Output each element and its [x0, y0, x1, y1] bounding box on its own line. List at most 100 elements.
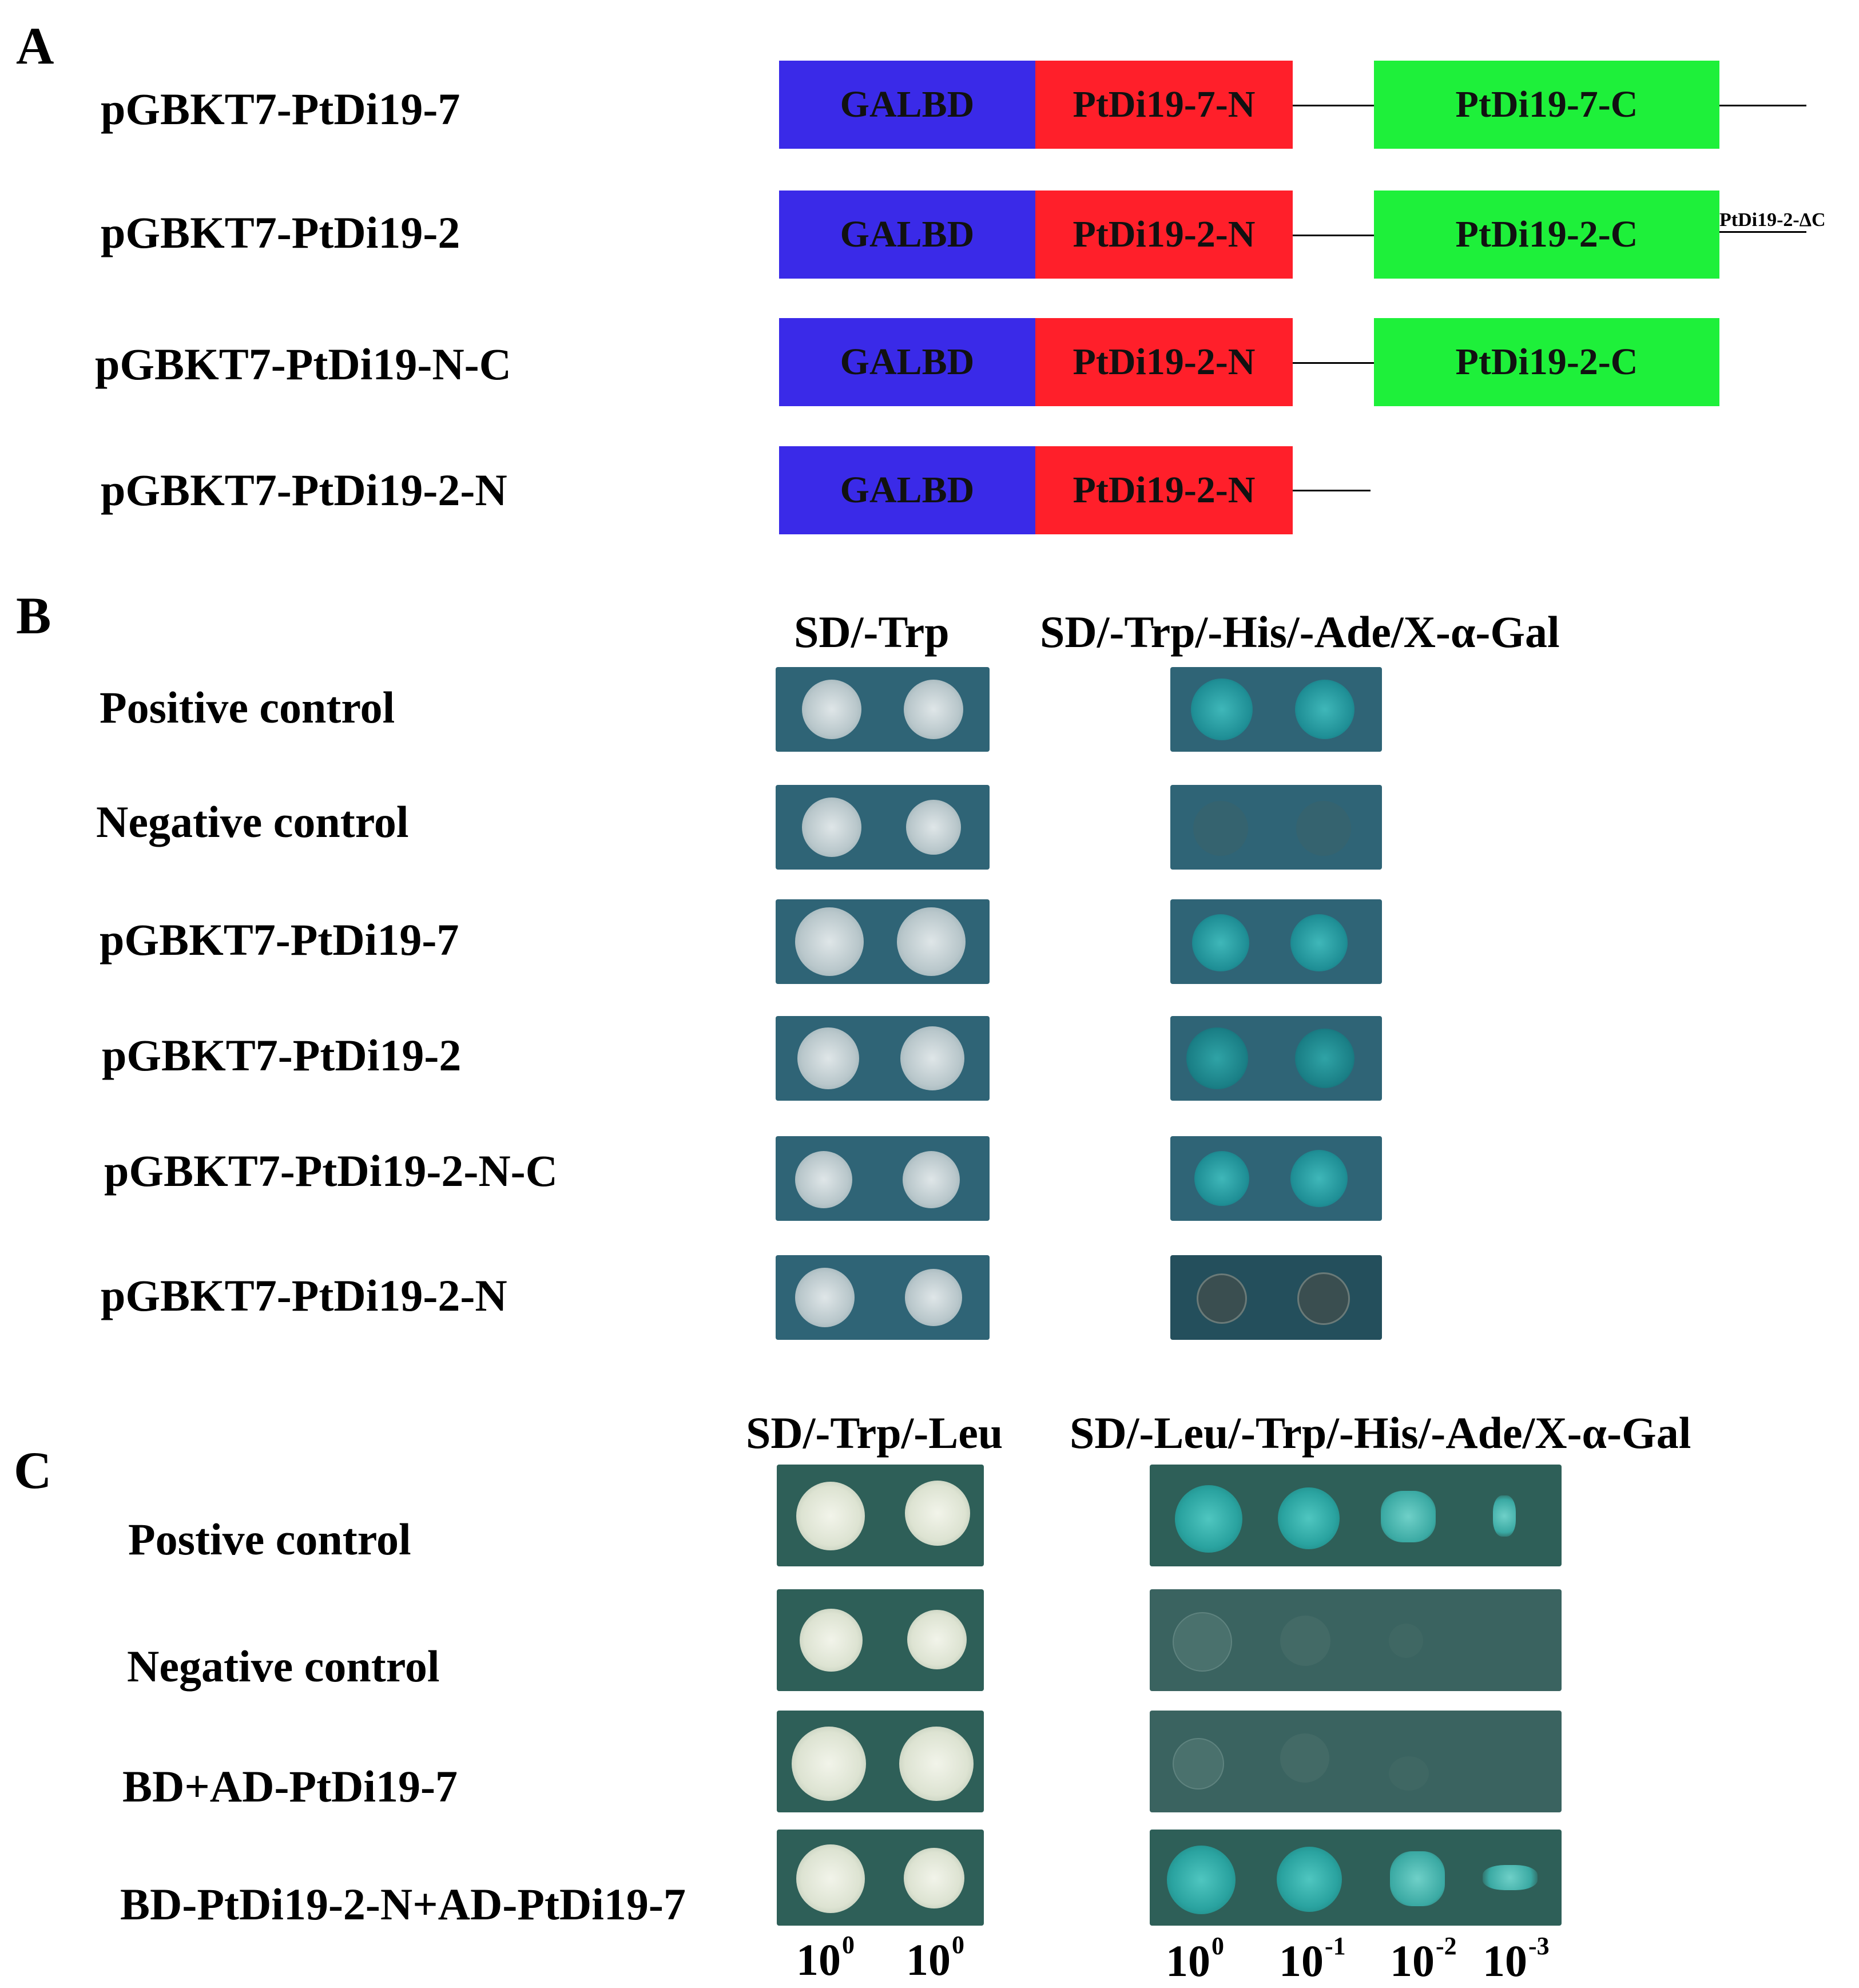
colony-spot — [802, 797, 861, 857]
colony-spot-blue — [1290, 1150, 1348, 1207]
tail-line — [1719, 105, 1806, 106]
plate-sd-selection — [1170, 785, 1382, 870]
c-domain: PtDi19-7-C — [1374, 61, 1719, 149]
delta-c-note: PtDi19-2-ΔC — [1719, 209, 1826, 231]
panel-a-letter: A — [16, 17, 54, 75]
plate-sd-selection — [1170, 1255, 1382, 1340]
construct-label: pGBKT7-PtDi19-2 — [101, 208, 460, 257]
dilution-label: 10-2 — [1390, 1932, 1457, 1986]
dilution-label: 100 — [906, 1931, 964, 1985]
column-header: SD/-Trp — [794, 607, 950, 657]
linker-line — [1293, 235, 1374, 236]
colony-spot-blue — [1192, 914, 1249, 971]
row-label: pGBKT7-PtDi19-2-N — [101, 1271, 507, 1320]
colony-spot — [904, 680, 963, 739]
colony-spot — [899, 1727, 974, 1801]
colony-spot — [904, 1848, 964, 1908]
colony-spot — [906, 800, 961, 855]
colony-spot — [903, 1151, 960, 1208]
colony-spot — [795, 1151, 852, 1208]
dilution-label: 10-1 — [1279, 1932, 1346, 1986]
colony-spot-faint — [1193, 801, 1248, 856]
plate-sd-trp-leu — [777, 1830, 984, 1926]
colony-spot — [796, 1482, 865, 1550]
construct-label: pGBKT7-PtDi19-2-N — [101, 465, 507, 515]
dilution-label: 100 — [796, 1931, 855, 1985]
linker-line — [1293, 490, 1371, 491]
colony-spot-faint — [1173, 1612, 1232, 1672]
column-header: SD/-Trp/-His/-Ade/X-α-Gal — [1040, 607, 1560, 657]
galbd-domain: GALBD — [779, 446, 1035, 534]
colony-spot-blue — [1493, 1495, 1516, 1537]
colony-spot-blue — [1290, 914, 1348, 971]
colony-spot-blue — [1277, 1847, 1342, 1912]
plate-sd-trp — [776, 1255, 990, 1340]
colony-spot-faint — [1389, 1624, 1423, 1658]
plate-sd-trp-leu — [777, 1589, 984, 1691]
colony-spot-faint — [1389, 1756, 1429, 1791]
dilution-label: 10-3 — [1483, 1932, 1550, 1986]
colony-spot — [796, 1844, 865, 1913]
plate-sd-selection — [1170, 899, 1382, 984]
row-label: pGBKT7-PtDi19-2 — [102, 1030, 462, 1080]
row-label: Positive control — [100, 682, 395, 732]
colony-spot-faint — [1280, 1733, 1329, 1783]
plate-sd-trp — [776, 1136, 990, 1221]
colony-spot — [897, 907, 966, 976]
dilution-label: 100 — [1166, 1932, 1224, 1986]
row-label: BD-PtDi19-2-N+AD-PtDi19-7 — [120, 1879, 686, 1929]
plate-sd-selection — [1170, 667, 1382, 752]
panel-b-letter: B — [16, 586, 51, 645]
colony-spot — [905, 1269, 962, 1326]
colony-spot-faint — [1173, 1738, 1224, 1789]
c-domain: PtDi19-2-C — [1374, 318, 1719, 406]
colony-spot — [802, 680, 861, 739]
colony-spot-blue — [1390, 1851, 1445, 1906]
plate-sd-trp — [776, 785, 990, 870]
n-domain: PtDi19-2-N — [1035, 191, 1293, 279]
colony-spot-blue — [1167, 1846, 1236, 1914]
colony-spot — [795, 907, 864, 976]
colony-spot — [905, 1481, 970, 1546]
column-header: SD/-Trp/-Leu — [746, 1408, 1003, 1458]
plate-sd-selection — [1170, 1016, 1382, 1101]
colony-spot-blue — [1295, 680, 1354, 739]
colony-spot — [907, 1610, 967, 1669]
colony-spot-faint — [1296, 801, 1351, 856]
row-label: Negative control — [127, 1641, 440, 1691]
colony-spot-faint — [1280, 1616, 1330, 1666]
colony-spot-blue — [1175, 1485, 1242, 1553]
plate-sd-trp — [776, 667, 990, 752]
plate-sd-selection — [1150, 1830, 1562, 1926]
colony-spot — [800, 1609, 863, 1672]
construct-label: pGBKT7-PtDi19-N-C — [95, 339, 511, 389]
construct-label: pGBKT7-PtDi19-7 — [101, 84, 460, 134]
row-label: BD+AD-PtDi19-7 — [122, 1761, 458, 1811]
n-domain: PtDi19-7-N — [1035, 61, 1293, 149]
plate-sd-trp-leu — [777, 1465, 984, 1566]
plate-sd-trp — [776, 899, 990, 984]
galbd-domain: GALBD — [779, 318, 1035, 406]
linker-line — [1293, 362, 1374, 364]
c-domain: PtDi19-2-C — [1374, 191, 1719, 279]
plate-sd-selection — [1150, 1711, 1562, 1812]
n-domain: PtDi19-2-N — [1035, 446, 1293, 534]
panel-c-letter: C — [14, 1441, 52, 1499]
colony-spot-blue — [1191, 678, 1253, 740]
colony-spot-blue — [1194, 1151, 1249, 1206]
colony-spot — [900, 1026, 964, 1090]
plate-sd-selection — [1150, 1589, 1562, 1691]
colony-spot — [795, 1268, 855, 1327]
plate-sd-trp — [776, 1016, 990, 1101]
tail-line — [1719, 231, 1806, 233]
colony-spot-dark — [1297, 1272, 1350, 1325]
colony-spot — [792, 1727, 866, 1801]
colony-spot-blue — [1381, 1491, 1436, 1542]
row-label: Postive control — [128, 1514, 411, 1564]
row-label: Negative control — [96, 797, 409, 847]
colony-spot-blue — [1295, 1029, 1354, 1088]
galbd-domain: GALBD — [779, 61, 1035, 149]
colony-spot-blue — [1483, 1865, 1538, 1890]
plate-sd-selection — [1150, 1465, 1562, 1566]
plate-sd-trp-leu — [777, 1711, 984, 1812]
